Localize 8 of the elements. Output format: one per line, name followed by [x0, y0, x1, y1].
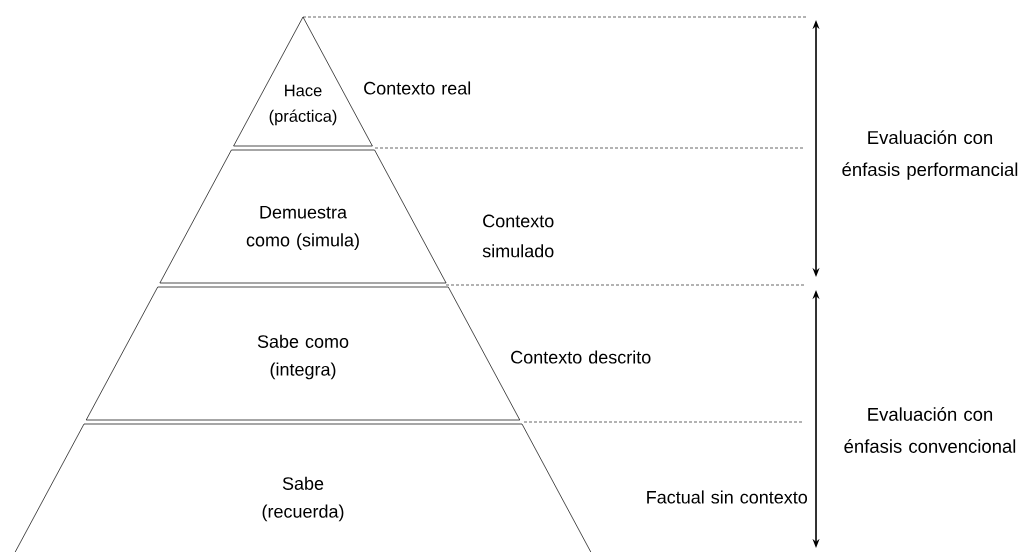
context-label: Contexto real [364, 81, 471, 95]
evaluation-label: Evaluación con énfasis convencional [844, 407, 1016, 453]
context-label: Contexto descrito [511, 350, 651, 364]
pyramid-tier: Demuestra como (simula) [159, 149, 447, 284]
pyramid-tier: Sabe (recuerda) [10, 423, 596, 552]
evaluation-label: Evaluación con énfasis performancial [842, 130, 1018, 180]
context-label: Factual sin contexto [647, 490, 808, 504]
context-label: Contexto simulado [482, 214, 554, 258]
